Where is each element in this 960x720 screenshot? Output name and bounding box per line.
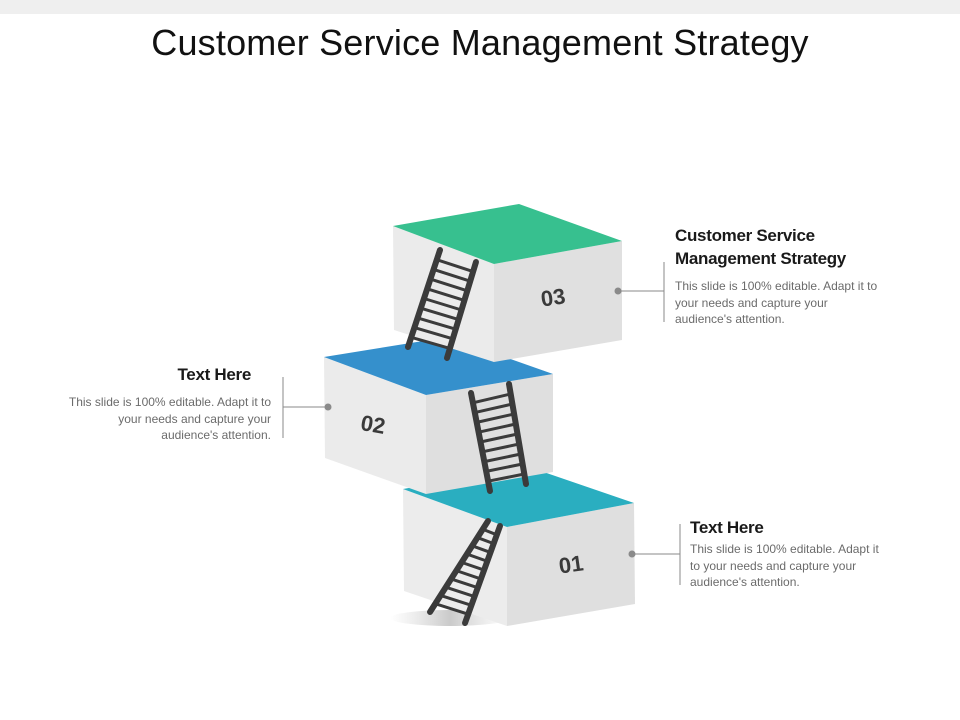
connector-03-dot: [614, 287, 622, 295]
top-strip: [0, 0, 960, 14]
ladder-03-rung: [428, 277, 469, 293]
ladder-03-rung: [435, 258, 475, 274]
ladder-03-rung: [432, 267, 472, 283]
ladder-03-rung: [425, 287, 466, 302]
ladder-03-rung: [422, 297, 463, 312]
box-02-top-face: [324, 337, 553, 395]
ladder-03-rung: [419, 306, 461, 322]
ladder-02-rung: [477, 422, 518, 434]
box-03-right-face: [494, 241, 622, 362]
ladder-01-rung: [433, 602, 470, 616]
ladder-03-rung: [409, 335, 452, 350]
ladder-02-rung: [486, 472, 526, 483]
callout-02-heading: Text Here: [177, 365, 251, 384]
ladder-02-rung: [484, 462, 525, 473]
ladder-01-rail-1: [427, 518, 491, 615]
box-01-number: 01: [557, 550, 585, 578]
ladder-01-rung: [449, 577, 480, 590]
callout-02-body: This slide is 100% editable. Adapt it to…: [68, 395, 271, 442]
callout-03-body: This slide is 100% editable. Adapt it to…: [675, 279, 878, 326]
box-02: 02: [324, 337, 553, 494]
box-03-top-face: [393, 204, 622, 264]
connector-dots: [324, 287, 636, 558]
ladder-01-rung: [470, 544, 492, 554]
ladder-02-rung: [479, 432, 519, 444]
ladder-01: [427, 518, 503, 626]
ladder-01-rung: [454, 569, 483, 581]
ladder-03-rung: [412, 326, 455, 341]
box-01-right-face: [507, 503, 635, 626]
callout-01-body: This slide is 100% editable. Adapt it to…: [690, 542, 879, 589]
ladder-02-rung: [473, 402, 514, 415]
ladder-02-rung: [480, 442, 521, 454]
callout-01-heading: Text Here: [690, 518, 764, 537]
ladder-02-rung: [471, 392, 513, 405]
connector-01-dot: [628, 550, 636, 558]
callout-01: Text Here This slide is 100% editable. A…: [690, 516, 890, 591]
ladder-02: [468, 381, 529, 494]
ladder-01-rung: [481, 527, 499, 537]
callout-02: Text Here This slide is 100% editable. A…: [64, 363, 271, 444]
ladder-01-rung: [475, 536, 496, 546]
ladder-03: [405, 247, 479, 361]
connectors: [282, 262, 681, 585]
callout-03: Customer Service Management Strategy Thi…: [675, 224, 880, 328]
ladder-01-rung: [465, 552, 489, 563]
box-02-number: 02: [359, 410, 387, 439]
ladder-02-rung: [475, 412, 516, 424]
ladder-01-rung: [460, 560, 486, 572]
ladder-01-rail-2: [462, 523, 503, 626]
connector-02-dot: [324, 403, 332, 411]
ladder-01-rung: [444, 585, 477, 599]
box-03-number: 03: [539, 283, 567, 311]
ladder-03-rung: [416, 316, 458, 331]
box-01-left-face: [403, 489, 507, 626]
ladder-01-rung: [439, 593, 473, 607]
box-02-left-face: [324, 357, 426, 494]
callout-03-heading: Customer Service Management Strategy: [675, 226, 846, 268]
ladder-02-rung: [482, 452, 523, 464]
slide-title: Customer Service Management Strategy: [151, 22, 809, 63]
